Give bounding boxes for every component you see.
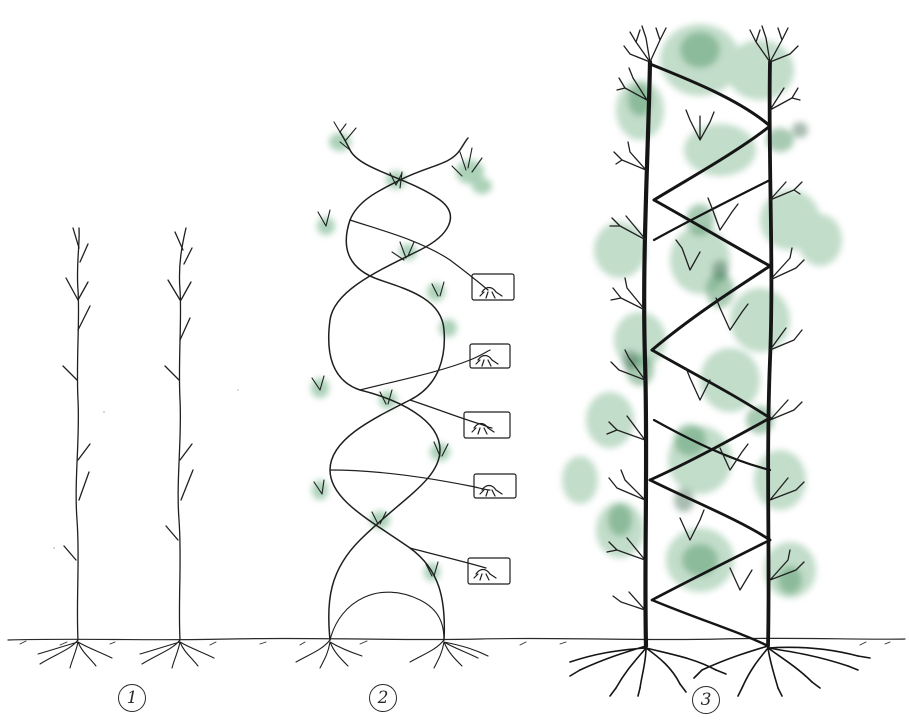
- stage-2-cutting-boxes: [464, 274, 516, 584]
- step-3-number: 3: [692, 686, 720, 714]
- step-1-number: 1: [118, 684, 146, 712]
- paper-specks: [53, 389, 239, 549]
- ground-line: [8, 638, 905, 645]
- stage-3-roots: [570, 646, 870, 696]
- stage-2-foliage: [311, 133, 492, 581]
- step-2-number: 2: [369, 684, 397, 712]
- stage-1-whips: [38, 228, 214, 668]
